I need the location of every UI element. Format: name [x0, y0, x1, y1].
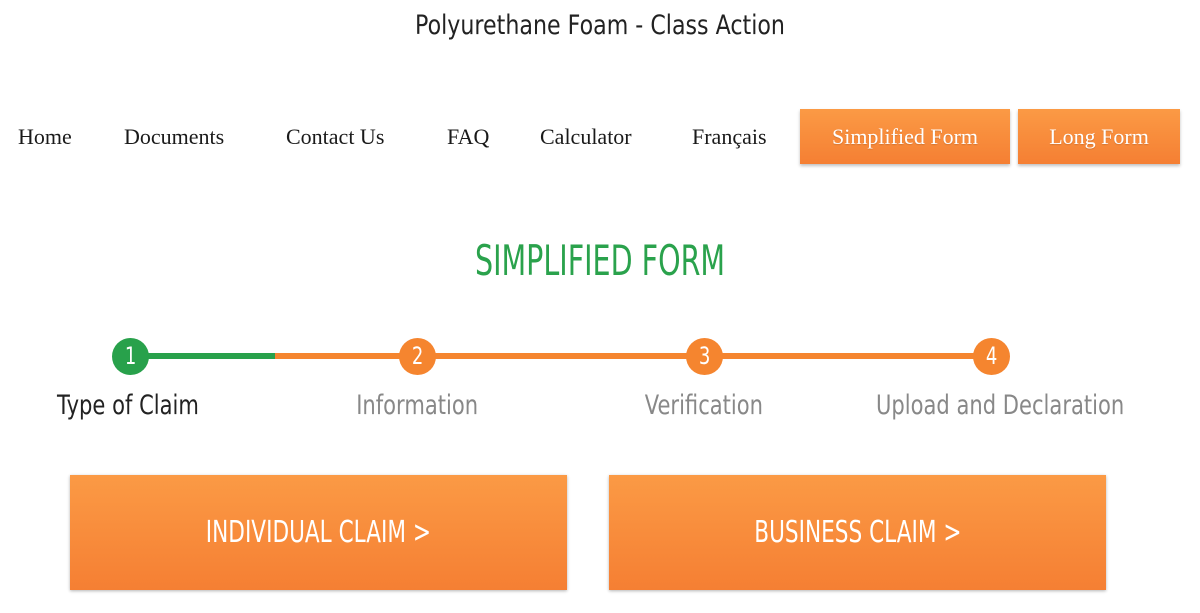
individual-claim-label: INDIVIDUAL CLAIM >	[205, 515, 432, 550]
site-title: Polyurethane Foam - Class Action	[415, 10, 785, 41]
step-1-circle: 1	[112, 338, 149, 375]
progress-track-remaining	[275, 353, 992, 359]
nav-simplified-form-button[interactable]: Simplified Form	[800, 109, 1010, 164]
nav-long-form-button[interactable]: Long Form	[1018, 109, 1180, 164]
nav-francais[interactable]: Français	[692, 124, 767, 149]
step-3-label: Verification	[554, 390, 854, 421]
step-2-circle: 2	[399, 338, 436, 375]
progress-track-complete	[130, 353, 275, 359]
main-nav: Home Documents Contact Us FAQ Calculator…	[0, 109, 1200, 164]
nav-faq[interactable]: FAQ	[447, 124, 490, 149]
step-3-circle: 3	[686, 338, 723, 375]
nav-contact-us[interactable]: Contact Us	[286, 124, 385, 149]
step-1-number: 1	[124, 342, 137, 370]
business-claim-button[interactable]: BUSINESS CLAIM >	[609, 475, 1106, 590]
step-2-number: 2	[411, 342, 424, 370]
step-3-number: 3	[698, 342, 711, 370]
nav-documents[interactable]: Documents	[124, 124, 225, 149]
step-4-circle: 4	[973, 338, 1010, 375]
page-heading: SIMPLIFIED FORM	[474, 236, 726, 285]
step-3-label-text: Verification	[644, 390, 764, 421]
individual-claim-button[interactable]: INDIVIDUAL CLAIM >	[70, 475, 567, 590]
step-4-label-text: Upload and Declaration	[876, 390, 1125, 421]
step-1-label-text: Type of Claim	[57, 390, 199, 421]
nav-home[interactable]: Home	[18, 124, 72, 149]
step-4-label: Upload and Declaration	[841, 390, 1141, 421]
step-4-number: 4	[985, 342, 998, 370]
step-2-label-text: Information	[356, 390, 478, 421]
step-1-label: Type of Claim	[0, 390, 278, 421]
nav-calculator[interactable]: Calculator	[540, 124, 632, 149]
step-2-label: Information	[267, 390, 567, 421]
business-claim-label: BUSINESS CLAIM >	[753, 515, 962, 550]
